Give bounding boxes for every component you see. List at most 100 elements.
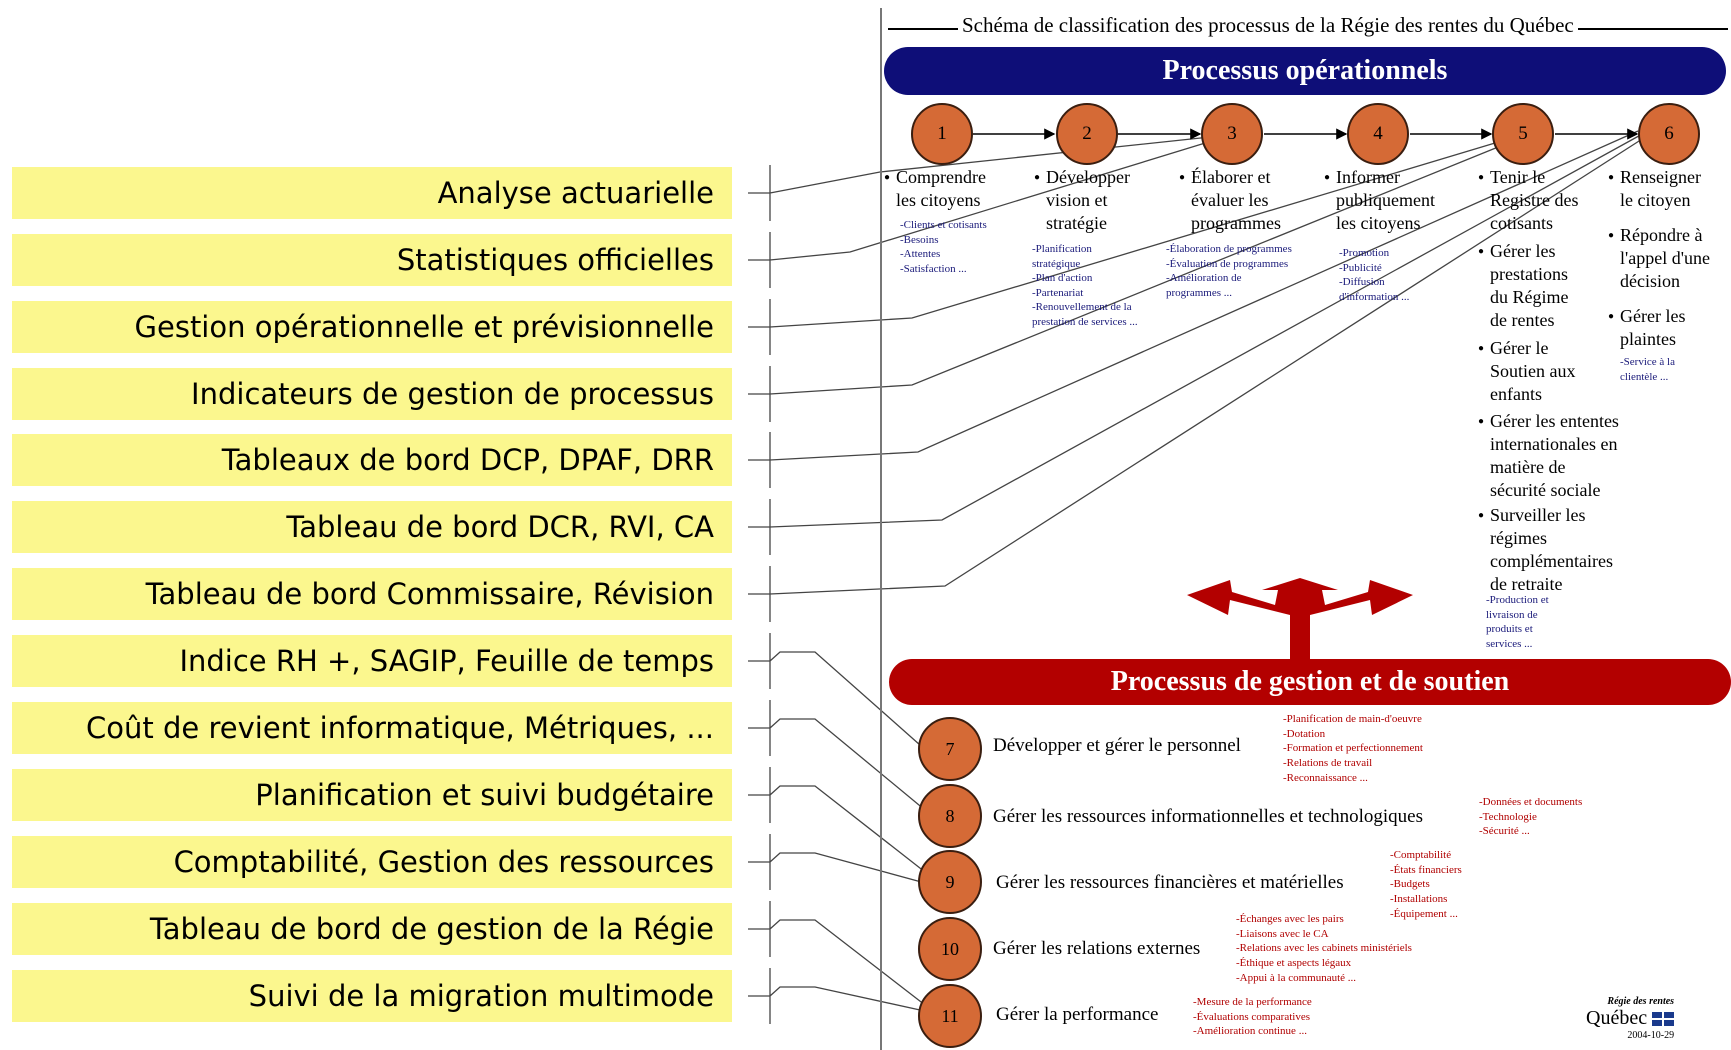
sub-item: d'information ... <box>1339 290 1410 303</box>
sub-item: -Relations de travail <box>1283 757 1373 770</box>
management-title: Processus de gestion et de soutien <box>1110 666 1510 697</box>
sub-item: -Échanges avec les pairs <box>1236 913 1344 925</box>
indicator-label: Indice RH +, SAGIP, Feuille de temps <box>12 635 732 687</box>
sub-item: prestation de services ... <box>1032 315 1138 328</box>
indicator-label: Statistiques officielles <box>12 234 732 286</box>
sub-item: -Appui à la communauté ... <box>1236 971 1357 984</box>
sub-item: -Production et <box>1486 594 1549 606</box>
sub-item: -Évaluations comparatives <box>1193 1010 1310 1023</box>
sub-item: -Installations <box>1390 893 1448 906</box>
sub-item: -États financiers <box>1390 863 1462 876</box>
indicator-label: Tableau de bord Commissaire, Révision <box>12 568 732 620</box>
indicator-label: Suivi de la migration multimode <box>12 970 732 1022</box>
bullet-icon: ● <box>1608 230 1615 241</box>
point-line: programmes <box>1191 213 1281 233</box>
flag-icon <box>1652 1012 1675 1027</box>
bullet-icon: ● <box>1478 246 1485 257</box>
sub-list: -Clients et cotisants-Besoins-Attentes-S… <box>900 218 987 276</box>
process-name: Gérer la performance <box>996 1004 1159 1025</box>
indicator-label: Tableau de bord de gestion de la Régie <box>12 903 732 955</box>
process-point: ● Répondre à l'appel d'une décision <box>1608 224 1710 293</box>
sub-item: -Amélioration de <box>1166 272 1242 284</box>
bullet-icon: ● <box>884 172 891 183</box>
process-name: Développer et gérer le personnel <box>993 735 1241 756</box>
sub-item: -Éthique et aspects légaux <box>1236 957 1352 970</box>
schema-title: Schéma de classification des processus d… <box>958 13 1578 38</box>
bullet-icon: ● <box>1478 172 1485 183</box>
point-line: le citoyen <box>1620 190 1691 210</box>
schema-frame <box>880 8 882 1050</box>
sub-list: -Mesure de la performance-Évaluations co… <box>1193 995 1312 1039</box>
indicator-label: Indicateurs de gestion de processus <box>12 368 732 420</box>
process-circle-2: 2 <box>1056 103 1118 165</box>
logo: Régie des rentes Québec 2004-10-29 <box>1586 996 1675 1041</box>
point-line: les citoyens <box>1336 213 1421 233</box>
point-line: sécurité sociale <box>1490 480 1601 500</box>
point-line: vision et <box>1046 190 1108 210</box>
sub-item: -Liaisons avec le CA <box>1236 927 1329 940</box>
sub-item: -Données et documents <box>1479 796 1583 808</box>
sub-list: -Données et documents -Technologie -Sécuri… <box>1479 795 1582 839</box>
sub-item: -Reconnaissance ... <box>1283 771 1368 784</box>
sub-list: -Service à la clientèle ... <box>1620 355 1675 384</box>
point-line: matière de <box>1490 457 1566 477</box>
point-line: du Régime <box>1490 287 1569 307</box>
sub-item: -Budgets <box>1390 878 1430 891</box>
point-line: Répondre à <box>1620 225 1703 245</box>
sub-item: -Planification de main-d'oeuvre <box>1283 713 1422 725</box>
sub-list: -Planification stratégique-Plan d'action… <box>1032 242 1138 329</box>
point-line: décision <box>1620 271 1680 291</box>
sub-item: -Dotation <box>1283 727 1326 740</box>
sub-item: programmes ... <box>1166 286 1232 299</box>
sub-item: -Sécurité ... <box>1479 825 1530 838</box>
sub-list: -Planification de main-d'oeuvre -Dotation… <box>1283 712 1423 786</box>
point-line: cotisants <box>1490 213 1553 233</box>
sub-item: -Évaluation de programmes <box>1166 257 1289 270</box>
point-line: Registre des <box>1490 190 1579 210</box>
red-arrows <box>1187 578 1413 659</box>
point-line: prestations <box>1490 264 1568 284</box>
sub-item: -Plan d'action <box>1032 272 1093 284</box>
process-name: Gérer les ressources informationnelles e… <box>993 806 1423 827</box>
point-line: Gérer les ententes <box>1490 411 1619 431</box>
point-line: évaluer les <box>1191 190 1269 210</box>
sub-item: -Technologie <box>1479 810 1537 823</box>
sub-item: -Publicité <box>1339 261 1382 274</box>
point-line: de retraite <box>1490 574 1563 594</box>
sub-item: -Partenariat <box>1032 286 1084 299</box>
sub-item: -Besoins <box>900 233 939 246</box>
point-line: stratégie <box>1046 213 1107 233</box>
process-circle-4: 4 <box>1347 103 1409 165</box>
bullet-icon: ● <box>1478 416 1485 427</box>
point-line: de rentes <box>1490 310 1555 330</box>
sub-item: services ... <box>1486 637 1533 650</box>
sub-item: -Amélioration continue ... <box>1193 1025 1307 1038</box>
indicator-label: Coût de revient informatique, Métriques,… <box>12 702 732 754</box>
sub-list: -Comptabilité-États financiers-Budgets-I… <box>1390 848 1462 922</box>
operational-band: Processus opérationnels <box>884 47 1726 95</box>
point-line: Surveiller les <box>1490 505 1586 525</box>
point-line: plaintes <box>1620 329 1676 349</box>
sub-item: -Planification <box>1032 243 1092 255</box>
process-circle-9: 9 <box>918 850 982 914</box>
process-name: Gérer les relations externes <box>993 938 1201 959</box>
process-circle-5: 5 <box>1492 103 1554 165</box>
bullet-icon: ● <box>1608 311 1615 322</box>
point-line: Informer <box>1336 167 1400 187</box>
point-line: Gérer les <box>1490 241 1556 261</box>
process-circle-6: 6 <box>1638 103 1700 165</box>
sub-item: -Élaboration de programmes <box>1166 243 1292 255</box>
sub-item: -Clients et cotisants <box>900 219 987 231</box>
point-line: l'appel d'une <box>1620 248 1710 268</box>
point-line: Comprendre <box>896 167 986 187</box>
sub-item: produits et <box>1486 623 1533 635</box>
process-circle-3: 3 <box>1201 103 1263 165</box>
process-circle-7: 7 <box>918 717 982 781</box>
process-circle-8: 8 <box>918 784 982 848</box>
